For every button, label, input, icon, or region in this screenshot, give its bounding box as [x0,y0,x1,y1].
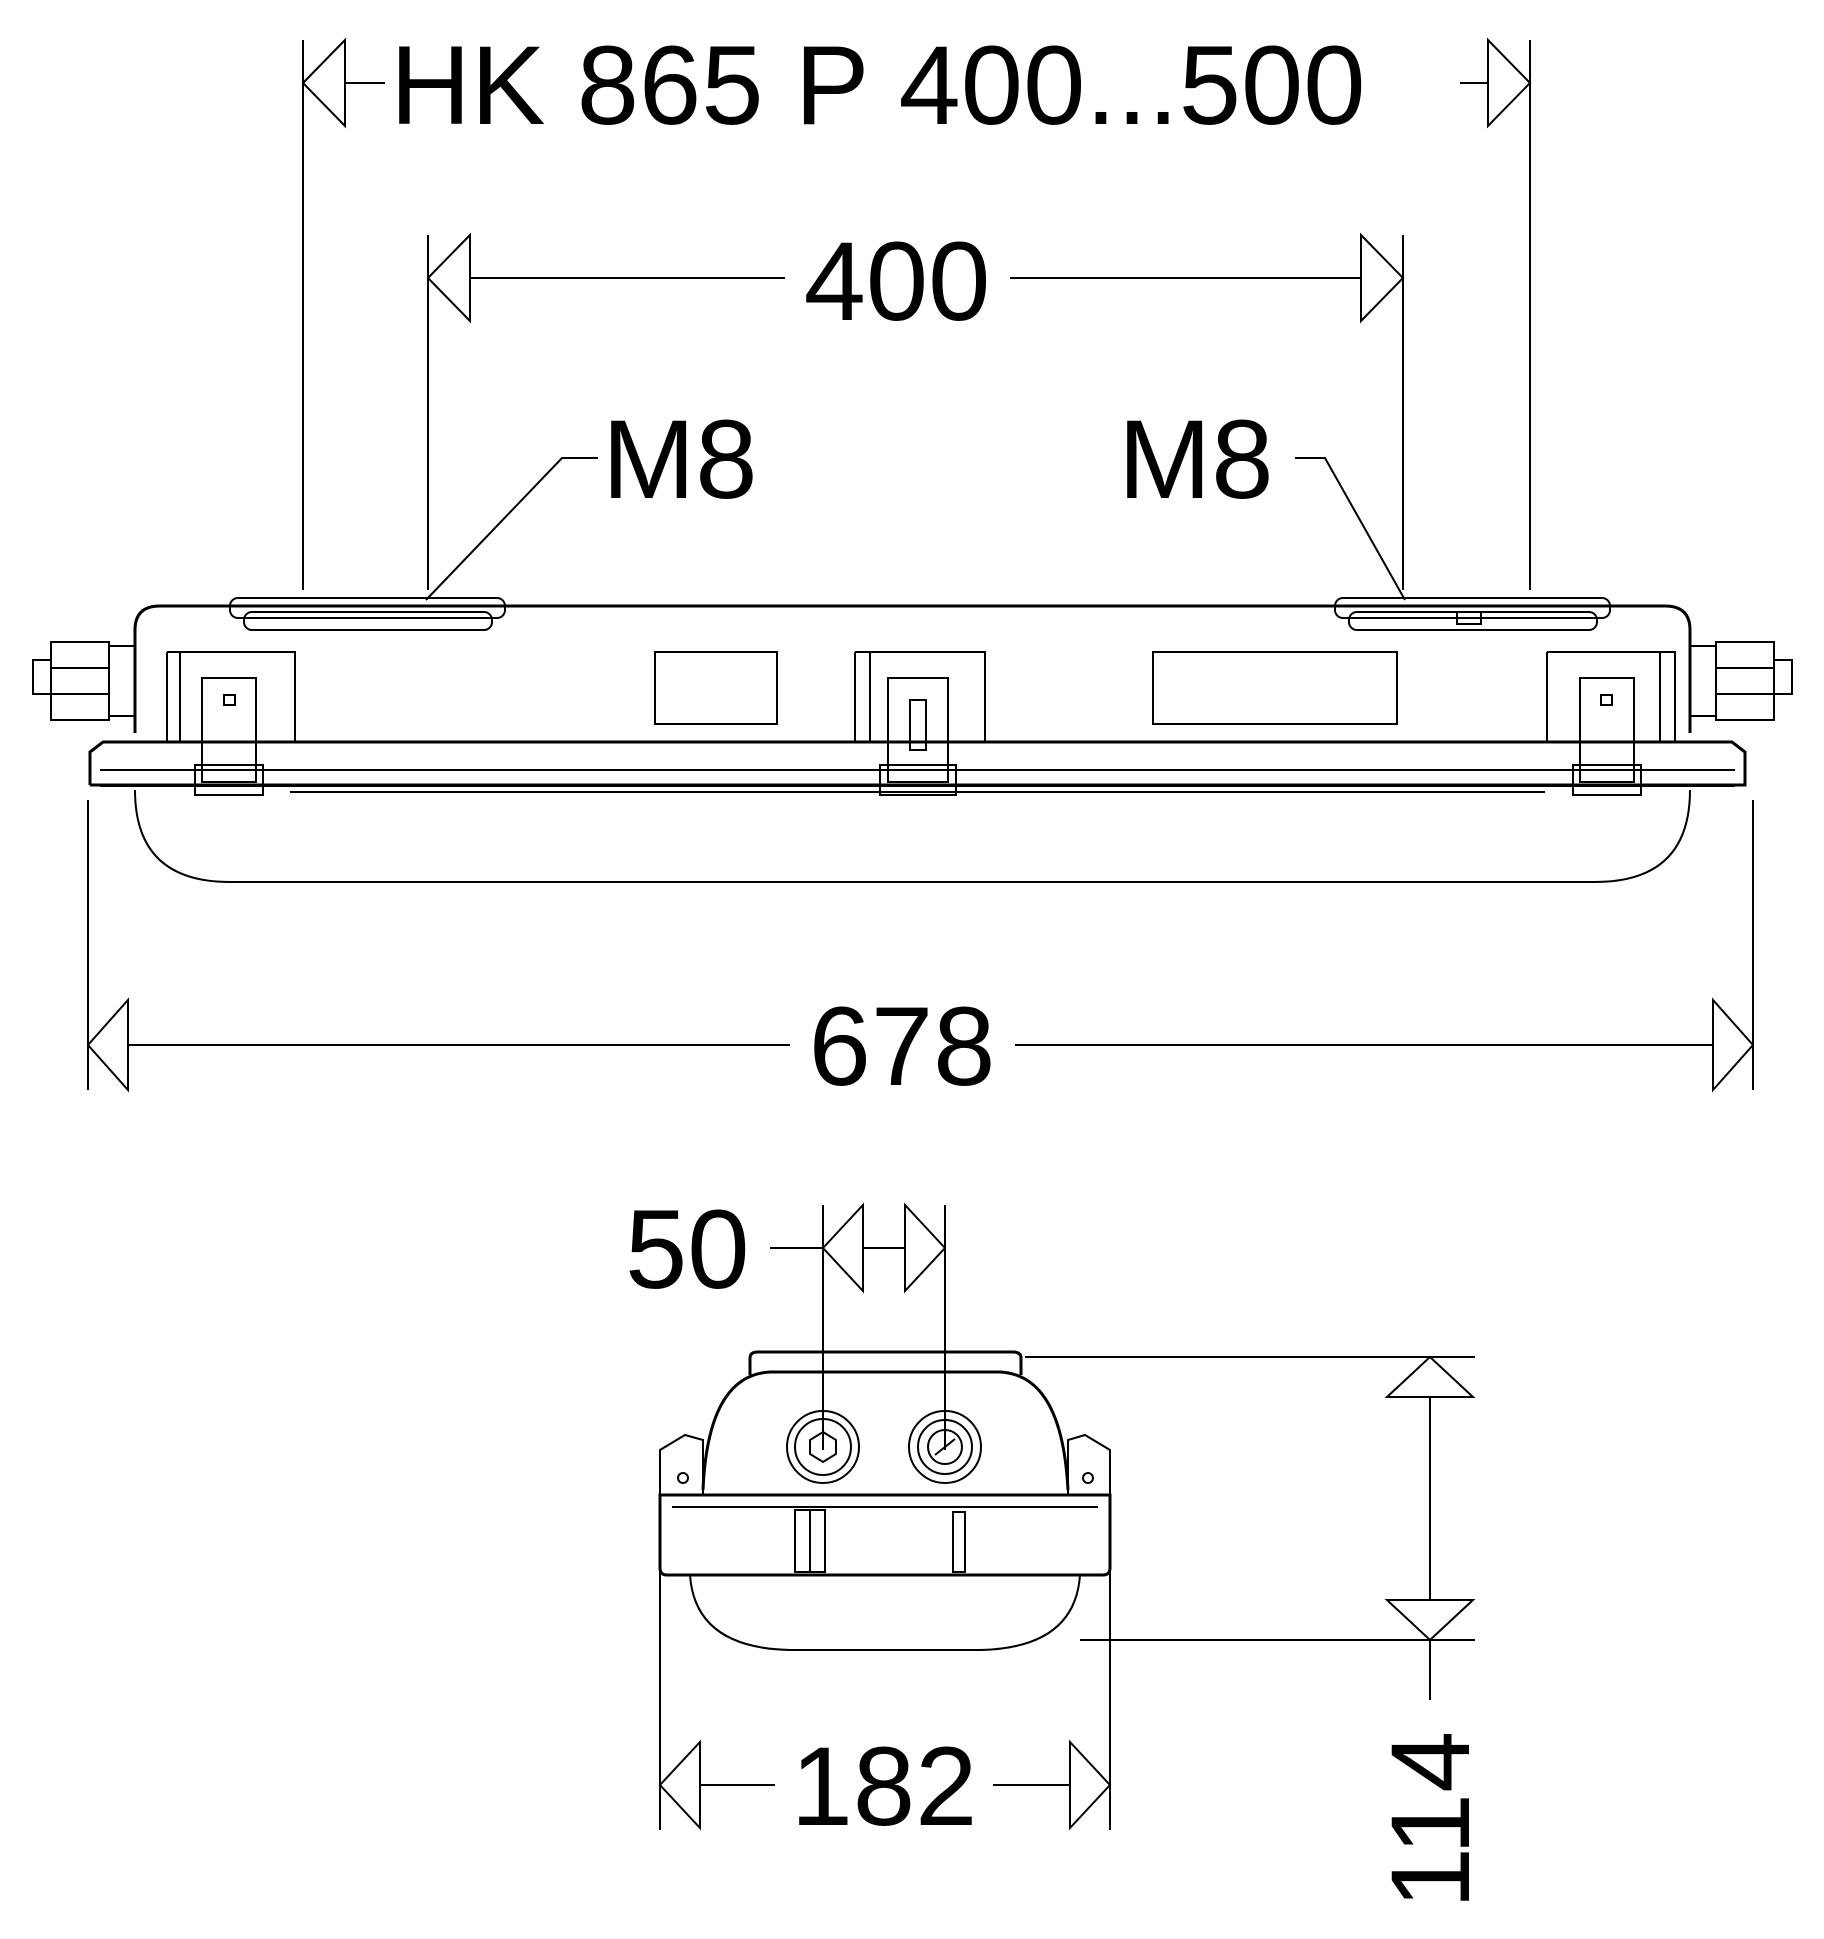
thread-callout-right: M8 [1118,397,1406,601]
luminaire-end-view [658,1350,1112,1651]
latch-clip-center [854,651,986,796]
thread-left-label: M8 [602,397,758,522]
luminaire-top-view [32,597,1793,883]
dimension-mount-spacing: 400 [426,219,1405,590]
thread-callout-left: M8 [425,397,758,601]
dimension-overall-length: 678 [86,800,1755,1109]
width-label: 182 [791,1724,978,1849]
dimension-height: 114 [1025,1355,1493,1910]
overall-length-label: 678 [809,984,996,1109]
thread-right-label: M8 [1118,397,1274,522]
latch-clip-right [1546,651,1676,796]
cable-gland-left [32,641,136,721]
cable-gland-right [1689,641,1793,721]
dimension-gland-spacing: 50 [625,1187,947,1450]
model-dimension-label: HK 865 P 400...500 [390,23,1366,148]
dimension-width: 182 [658,1560,1112,1849]
dimension-model-range: HK 865 P 400...500 [301,23,1532,590]
height-label: 114 [1368,1731,1493,1910]
mount-spacing-label: 400 [804,219,991,344]
gland-spacing-label: 50 [625,1187,750,1312]
latch-clip-left [166,651,296,796]
